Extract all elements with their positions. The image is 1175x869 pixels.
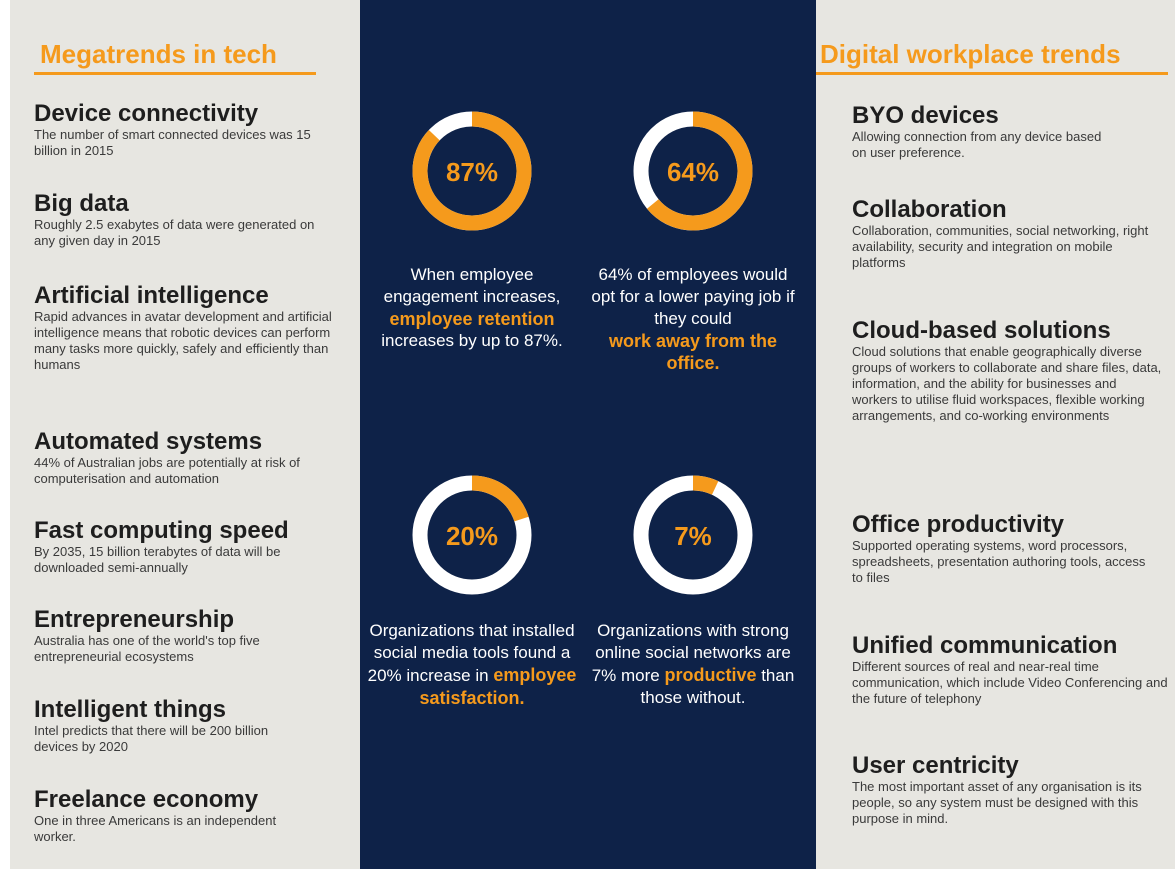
trend-title: Freelance economy: [34, 786, 259, 813]
trend-desc: Roughly 2.5 exabytes of data were genera…: [34, 217, 315, 248]
workplace-item-title: Collaboration: [852, 196, 1007, 223]
stat-text: Organizations that installed social medi…: [367, 620, 577, 710]
megatrends-title: Megatrends in tech: [40, 39, 277, 69]
stat-text: When employee engagement increases, empl…: [367, 264, 577, 352]
ring-arc: [412, 111, 532, 231]
trend-title: Automated systems: [34, 428, 263, 455]
ring-percent: 7%: [674, 521, 712, 551]
trend-item: Intelligent things Intel predicts that t…: [34, 696, 354, 755]
trend-desc: The number of smart connected devices wa…: [34, 127, 311, 158]
stat-block: 7% Organizations with strong online soci…: [588, 470, 798, 709]
stat-highlight: employee satisfaction: [419, 665, 577, 708]
workplace-item-title: Unified communication: [852, 632, 1118, 659]
stat-pre: 64% of employees would opt for a lower p…: [591, 265, 795, 328]
workplace-item-title: Cloud-based solutions: [852, 317, 1111, 344]
donut-chart: 87%: [412, 111, 532, 231]
trend-desc: Australia has one of the world's top fiv…: [34, 633, 260, 664]
stat-block: 64% 64% of employees would opt for a low…: [588, 106, 798, 374]
stats-panel: 87% When employee engagement increases, …: [360, 0, 816, 869]
trend-item: Fast computing speed By 2035, 15 billion…: [34, 517, 354, 576]
trend-item: Entrepreneurship Australia has one of th…: [34, 606, 354, 665]
workplace-item-desc: Cloud solutions that enable geographical…: [852, 344, 1162, 423]
workplace-item-desc: The most important asset of any organisa…: [852, 779, 1142, 826]
workplace-panel: Digital workplace trends BYO devices All…: [816, 0, 1175, 869]
workplace-item-desc: Collaboration, communities, social netwo…: [852, 223, 1149, 270]
workplace-item-title: BYO devices: [852, 102, 999, 129]
megatrends-panel: Megatrends in tech Device connectivity T…: [10, 0, 360, 869]
donut-chart: 7%: [633, 475, 753, 595]
trend-item: Big data Roughly 2.5 exabytes of data we…: [34, 190, 354, 249]
workplace-underline: [816, 72, 1168, 75]
ring-arc: [633, 111, 753, 231]
trend-desc: Intel predicts that there will be 200 bi…: [34, 723, 269, 754]
donut-chart: 64%: [633, 111, 753, 231]
trend-desc: 44% of Australian jobs are potentially a…: [34, 455, 300, 486]
stat-post: increases by up to 87%.: [381, 331, 563, 350]
workplace-item: Cloud-based solutions Cloud solutions th…: [852, 317, 1172, 424]
stat-highlight: work away from the office.: [608, 331, 778, 373]
trend-item: Automated systems 44% of Australian jobs…: [34, 428, 354, 487]
megatrends-underline: [34, 72, 316, 75]
trend-desc: One in three Americans is an independent…: [34, 813, 277, 844]
workplace-item-desc: Allowing connection from any device base…: [852, 129, 1102, 160]
ring-percent: 20%: [446, 521, 498, 551]
stat-highlight: employee retention: [389, 309, 555, 329]
donut-chart: 20%: [412, 475, 532, 595]
stat-post: .: [519, 688, 525, 708]
trend-item: Artificial intelligence Rapid advances i…: [34, 282, 354, 373]
stat-text: 64% of employees would opt for a lower p…: [588, 264, 798, 374]
trend-title: Entrepreneurship: [34, 606, 235, 633]
workplace-item-title: User centricity: [852, 752, 1019, 779]
stat-pre: Organizations that installed social medi…: [367, 621, 575, 685]
ring-percent: 87%: [446, 157, 498, 187]
trend-title: Device connectivity: [34, 100, 259, 127]
trend-item: Freelance economy One in three Americans…: [34, 786, 354, 845]
workplace-item: Office productivity Supported operating …: [852, 511, 1172, 586]
workplace-item: User centricity The most important asset…: [852, 752, 1172, 827]
trend-item: Device connectivity The number of smart …: [34, 100, 354, 159]
stat-block: 87% When employee engagement increases, …: [367, 106, 577, 352]
ring-arc: [633, 475, 753, 595]
trend-title: Intelligent things: [34, 696, 226, 723]
trend-desc: By 2035, 15 billion terabytes of data wi…: [34, 544, 281, 575]
ring-percent: 64%: [667, 157, 719, 187]
stat-highlight: productive: [664, 665, 757, 685]
trend-title: Big data: [34, 190, 129, 217]
workplace-title: Digital workplace trends: [820, 39, 1121, 69]
stat-text: Organizations with strong online social …: [588, 620, 798, 709]
workplace-item: Unified communication Different sources …: [852, 632, 1172, 707]
stat-pre: When employee engagement increases,: [383, 265, 561, 306]
workplace-item-title: Office productivity: [852, 511, 1065, 538]
trend-desc: Rapid advances in avatar development and…: [34, 309, 332, 372]
ring-arc: [412, 475, 532, 595]
stat-pre: Organizations with strong online social …: [591, 621, 791, 685]
trend-title: Fast computing speed: [34, 517, 289, 544]
stat-block: 20% Organizations that installed social …: [367, 470, 577, 710]
workplace-item-desc: Different sources of real and near-real …: [852, 659, 1168, 706]
trend-title: Artificial intelligence: [34, 282, 269, 309]
workplace-item: Collaboration Collaboration, communities…: [852, 196, 1172, 271]
workplace-item-desc: Supported operating systems, word proces…: [852, 538, 1146, 585]
workplace-item: BYO devices Allowing connection from any…: [852, 102, 1172, 161]
stat-post: than those without.: [640, 666, 795, 707]
